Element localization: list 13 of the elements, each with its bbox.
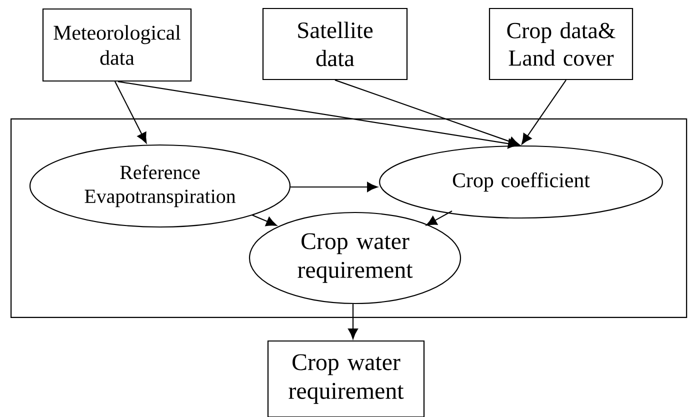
arrow — [114, 81, 147, 144]
process-box: Satellite data — [262, 8, 408, 80]
process-box: Crop water requirement — [267, 340, 425, 417]
arrow — [426, 210, 452, 226]
arrow — [348, 304, 358, 340]
arrow — [118, 81, 519, 149]
arrow — [290, 182, 378, 192]
group-frame — [10, 118, 688, 318]
arrow — [252, 214, 277, 226]
arrow — [522, 80, 566, 144]
arrow — [334, 80, 520, 146]
process-box: Meteorological data — [42, 8, 192, 82]
process-box: Crop data& Land cover — [488, 8, 634, 80]
